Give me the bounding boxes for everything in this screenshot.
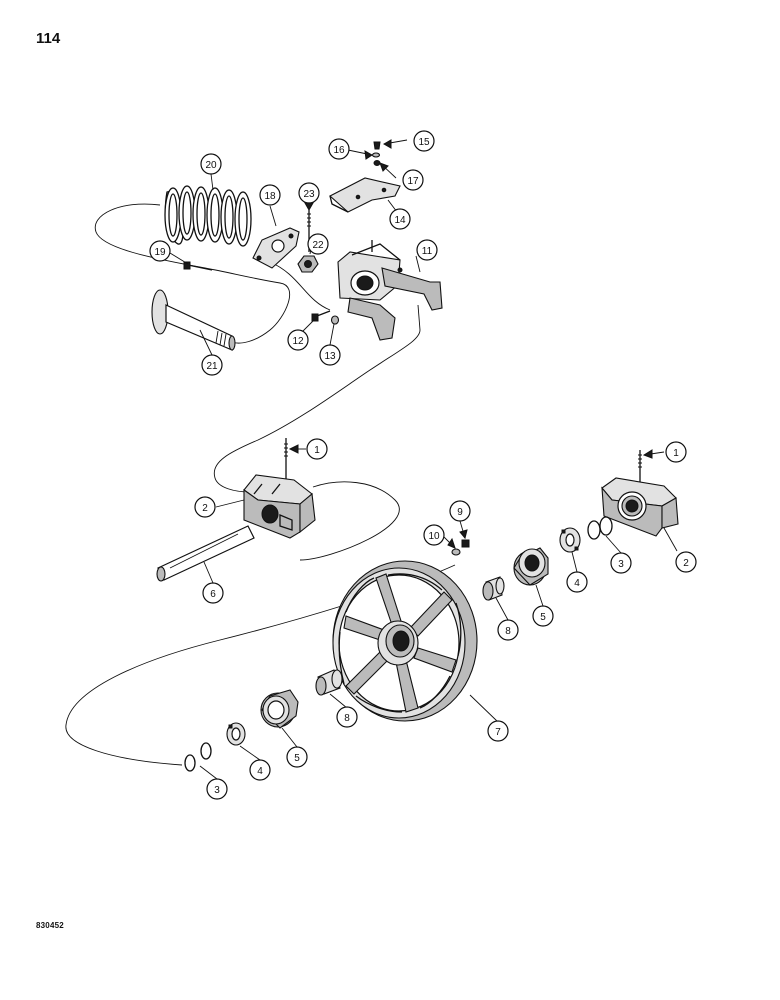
callout-3-left: 3: [206, 778, 228, 800]
callout-7: 7: [487, 720, 509, 742]
callout-label: 17: [407, 176, 419, 187]
callout-label: 5: [294, 753, 300, 764]
callout-label: 11: [422, 246, 433, 257]
callout-label: 5: [540, 612, 546, 623]
part-5-seal-right: [513, 547, 549, 586]
callout-17: 17: [402, 169, 424, 191]
part-8-bushing-left: [315, 669, 343, 696]
callout-8-left: 8: [336, 706, 358, 728]
part-1-grease-fitting-left: [284, 438, 288, 484]
callout-6: 6: [202, 582, 224, 604]
callout-label: 18: [264, 191, 276, 202]
callout-20: 20: [200, 153, 222, 175]
callout-label: 15: [418, 137, 430, 148]
callout-label: 1: [673, 448, 679, 459]
callout-label: 10: [428, 531, 440, 542]
part-7-idler-wheel: [332, 560, 478, 722]
callout-13: 13: [319, 344, 341, 366]
part-13-washer: [330, 315, 340, 325]
part-9-plug: [461, 539, 470, 548]
callout-5-right: 5: [532, 605, 554, 627]
part-22-nut: [297, 255, 319, 273]
callout-label: 2: [683, 558, 689, 569]
callout-11: 11: [416, 239, 438, 261]
callout-1-left: 1: [306, 438, 328, 460]
callout-label: 4: [257, 766, 263, 777]
callout-3-right: 3: [610, 552, 632, 574]
callout-21: 21: [201, 354, 223, 376]
part-5-seal-left: [260, 689, 299, 729]
callout-label: 7: [495, 727, 501, 738]
callout-label: 22: [312, 240, 324, 251]
callout-23: 23: [298, 182, 320, 204]
part-2-bracket-left: [243, 474, 316, 539]
callout-label: 6: [210, 589, 216, 600]
callout-label: 16: [333, 145, 345, 156]
callout-label: 3: [214, 785, 220, 796]
part-15-bolt: [373, 141, 381, 150]
callout-19: 19: [149, 240, 171, 262]
part-16-washer: [371, 152, 381, 158]
callout-label: 12: [292, 336, 304, 347]
part-14-guard: [329, 177, 401, 213]
part-3-ring-left-b: [184, 754, 196, 772]
callout-18: 18: [259, 184, 281, 206]
leader-lines: [169, 139, 678, 780]
part-3-ring-left-a: [200, 742, 212, 760]
part-11-idler-yoke: [337, 240, 443, 341]
drawing-code: 830452: [36, 921, 64, 930]
part-21-rod: [151, 289, 236, 351]
callout-5-left: 5: [286, 746, 308, 768]
callout-2-right: 2: [675, 551, 697, 573]
callout-15: 15: [413, 130, 435, 152]
callout-label: 1: [314, 445, 320, 456]
callout-8-right: 8: [497, 619, 519, 641]
part-19-bolt: [183, 261, 213, 271]
part-8-bushing-right: [482, 576, 505, 601]
callout-label: 8: [344, 713, 350, 724]
part-18-spring-plate: [252, 227, 300, 269]
part-12-bolt: [311, 310, 331, 322]
callout-12: 12: [287, 329, 309, 351]
callout-label: 14: [394, 215, 406, 226]
callout-label: 4: [574, 578, 580, 589]
leader-arrowheads: [288, 139, 653, 549]
part-10-washer: [451, 548, 461, 556]
part-4-thrust-washer-left: [226, 722, 246, 746]
page-number: 114: [36, 30, 61, 47]
callout-label: 2: [202, 503, 208, 514]
callout-9: 9: [449, 500, 471, 522]
callout-4-left: 4: [249, 759, 271, 781]
callouts: 1 1 2 2 3 3 3 4 4 5 5 6 7 8 8 9 10 11 12…: [149, 130, 697, 800]
callout-label: 3: [618, 559, 624, 570]
callout-2-left: 2: [194, 496, 216, 518]
callout-1-right: 1: [665, 441, 687, 463]
callout-label: 8: [505, 626, 511, 637]
part-20-coil-spring: [164, 185, 252, 247]
callout-label: 9: [457, 507, 463, 518]
callout-16: 16: [328, 138, 350, 160]
callout-label: 20: [205, 160, 217, 171]
callout-14: 14: [389, 208, 411, 230]
callout-10: 10: [423, 524, 445, 546]
part-3-ring-right-a: [599, 516, 613, 536]
part-6-shaft: [156, 525, 255, 582]
part-17-nut: [373, 160, 381, 166]
callout-22: 22: [307, 233, 329, 255]
part-1-grease-fitting-right: [638, 450, 642, 486]
part-2-bracket-right: [601, 477, 679, 537]
callout-label: 23: [303, 189, 315, 200]
callout-label: 19: [154, 247, 166, 258]
callout-label: 13: [324, 351, 336, 362]
callout-label: 21: [206, 361, 218, 372]
callout-4-right: 4: [566, 571, 588, 593]
part-4-thrust-washer-right: [559, 527, 581, 553]
part-3-ring-right-b: [587, 520, 601, 540]
